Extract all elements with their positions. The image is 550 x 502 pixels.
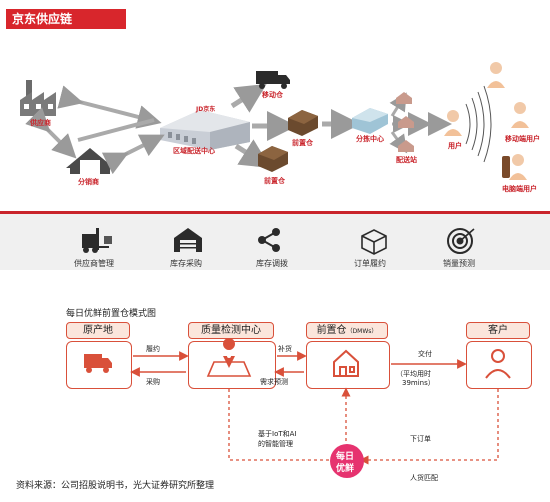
node-mobile-warehouse: 移动仓 xyxy=(262,91,283,99)
header-front-warehouse: 前置仓（DMWs） xyxy=(306,322,388,339)
logo-text-bottom: 优鲜 xyxy=(336,464,355,474)
package-icon xyxy=(361,229,387,255)
edge-purchase: 采购 xyxy=(146,378,160,386)
header-front-warehouse-label: 前置仓 xyxy=(316,325,347,336)
edge-avg-time-line-2: 39mins） xyxy=(402,379,435,387)
header-front-warehouse-suffix: （DMWs） xyxy=(346,328,378,335)
strip-label-sales-forecast: 销量预测 xyxy=(443,259,475,268)
front-warehouse-box-icon xyxy=(258,146,288,172)
customer-person-icon xyxy=(485,349,511,379)
edge-replenish: 补货 xyxy=(278,345,292,353)
sorting-center-icon xyxy=(352,108,388,134)
edge-place-order: 下订单 xyxy=(410,435,431,443)
strip-label-inventory-purchase: 库存采购 xyxy=(170,259,202,268)
strip-label-order-fulfillment: 订单履约 xyxy=(354,259,386,268)
edge-iot-line-2: 的智能管理 xyxy=(258,440,293,448)
node-front-warehouse-1: 前置仓 xyxy=(292,139,313,147)
node-distributor: 分销商 xyxy=(78,178,99,186)
delivery-house-icon xyxy=(398,116,414,128)
strip-label-supplier-management: 供应商管理 xyxy=(74,259,114,268)
header-origin: 原产地 xyxy=(66,322,130,339)
mobile-user-icon xyxy=(511,102,529,128)
edge-demand-forecast: 需求预测 xyxy=(260,378,288,386)
rdc-logo-text: JD京东 xyxy=(196,106,216,113)
node-front-warehouse-2: 前置仓 xyxy=(264,177,285,185)
strip-label-inventory-transfer: 库存调拨 xyxy=(256,259,288,268)
delivery-house-icon xyxy=(396,92,412,104)
forklift-icon xyxy=(82,228,112,253)
signal-waves-icon xyxy=(465,85,492,163)
section-title: 京东供应链 xyxy=(6,9,126,29)
house-icon xyxy=(333,349,359,377)
edge-fulfill: 履约 xyxy=(146,345,160,353)
truck-icon xyxy=(256,71,290,89)
node-supplier: 供应商 xyxy=(30,119,51,127)
lower-diagram-title: 每日优鲜前置仓模式图 xyxy=(66,309,157,319)
delivery-truck-icon xyxy=(84,354,112,373)
user-person-icon xyxy=(444,110,462,136)
edge-matching: 人货匹配 xyxy=(410,474,438,482)
node-pc-user: 电脑端用户 xyxy=(502,185,537,193)
customer-box xyxy=(466,341,532,389)
share-icon xyxy=(258,228,280,252)
node-sorting-center: 分拣中心 xyxy=(356,135,384,143)
node-mobile-user: 移动端用户 xyxy=(505,135,540,143)
edge-avg-time-line-1: （平均用时 xyxy=(396,370,431,378)
target-icon xyxy=(447,228,475,254)
pc-user-icon xyxy=(502,154,527,180)
node-delivery-station: 配送站 xyxy=(396,156,417,164)
mobile-user-icon xyxy=(487,62,505,88)
header-customer: 客户 xyxy=(466,322,530,339)
warehouse-icon xyxy=(174,228,202,252)
node-rdc: 区域配送中心 xyxy=(173,147,215,155)
map-pin-icon xyxy=(206,338,252,377)
front-warehouse-box-icon xyxy=(288,110,318,136)
delivery-house-icon xyxy=(398,140,414,152)
front-warehouse-box xyxy=(306,341,390,389)
source-note: 资料来源：公司招股说明书，光大证券研究所整理 xyxy=(16,481,215,491)
missfresh-logo-icon xyxy=(330,444,364,478)
edge-iot-line-1: 基于IoT和AI xyxy=(258,430,297,438)
logo-text-top: 每日 xyxy=(336,452,355,462)
edge-deliver: 交付 xyxy=(418,350,432,358)
divider-line xyxy=(0,211,550,214)
node-user: 用户 xyxy=(448,142,462,150)
